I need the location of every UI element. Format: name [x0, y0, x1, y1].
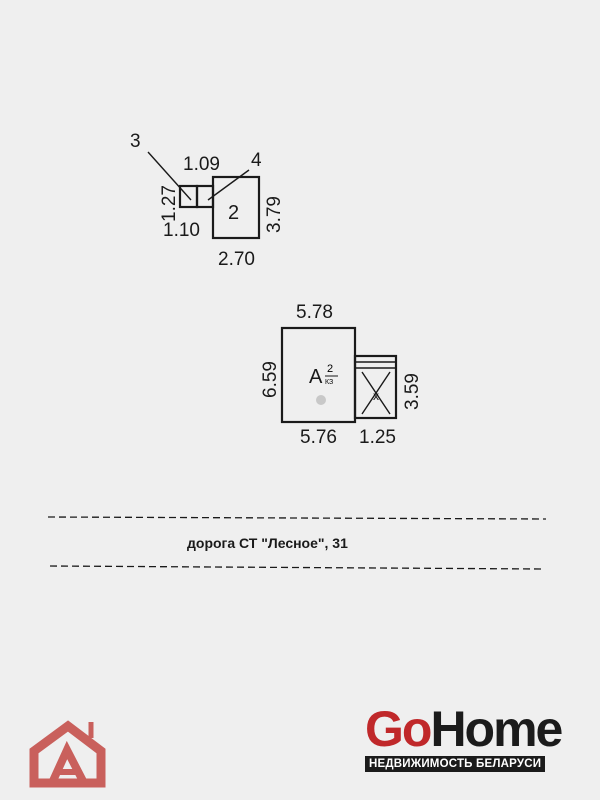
leader-3: [147, 151, 192, 201]
road-edge-bottom: [49, 565, 544, 570]
gohome-logo: GoHome НЕДВИЖИМОСТЬ БЕЛАРУСИ: [365, 701, 563, 772]
label-sup: 2: [327, 363, 333, 375]
dim-bottom-left: 1.10: [163, 220, 200, 241]
dim-bottom: 2.70: [218, 249, 255, 270]
dim-right: 3.79: [264, 196, 285, 233]
annex-dim-bottom: 1.25: [359, 427, 396, 448]
road-label: дорога СТ "Лесное", 31: [187, 535, 348, 551]
dim-top: 5.78: [296, 302, 333, 323]
brand-home: Home: [430, 701, 563, 757]
brand-tagline: НЕДВИЖИМОСТЬ БЕЛАРУСИ: [365, 756, 546, 772]
annex-dim-right: 3.59: [402, 373, 423, 410]
dim-left: 6.59: [260, 361, 281, 398]
leader-4: [207, 169, 250, 201]
marker-4: 4: [251, 150, 262, 171]
dim-top: 1.09: [183, 154, 220, 175]
house-logo-icon: [29, 720, 106, 788]
main-building: 5.78 6.59 5.76 1.25 3.59 А 2 КЗ x: [260, 302, 423, 448]
label-sub: КЗ: [325, 379, 333, 386]
brand-go: Go: [365, 701, 432, 757]
building-2: [211, 175, 261, 240]
marker-3: 3: [130, 131, 141, 152]
dim-left: 1.27: [159, 185, 180, 222]
road-edge-top: [47, 516, 547, 520]
annex-outline: [353, 354, 398, 420]
dim-bottom: 5.76: [300, 427, 337, 448]
building-number: 2: [228, 202, 239, 224]
annex-mark: x: [373, 389, 379, 403]
building-label: А: [309, 366, 323, 388]
small-building: 3 4 1.09 1.27 1.10 3.79 2.70 2: [130, 131, 285, 270]
room-4: [195, 184, 215, 209]
